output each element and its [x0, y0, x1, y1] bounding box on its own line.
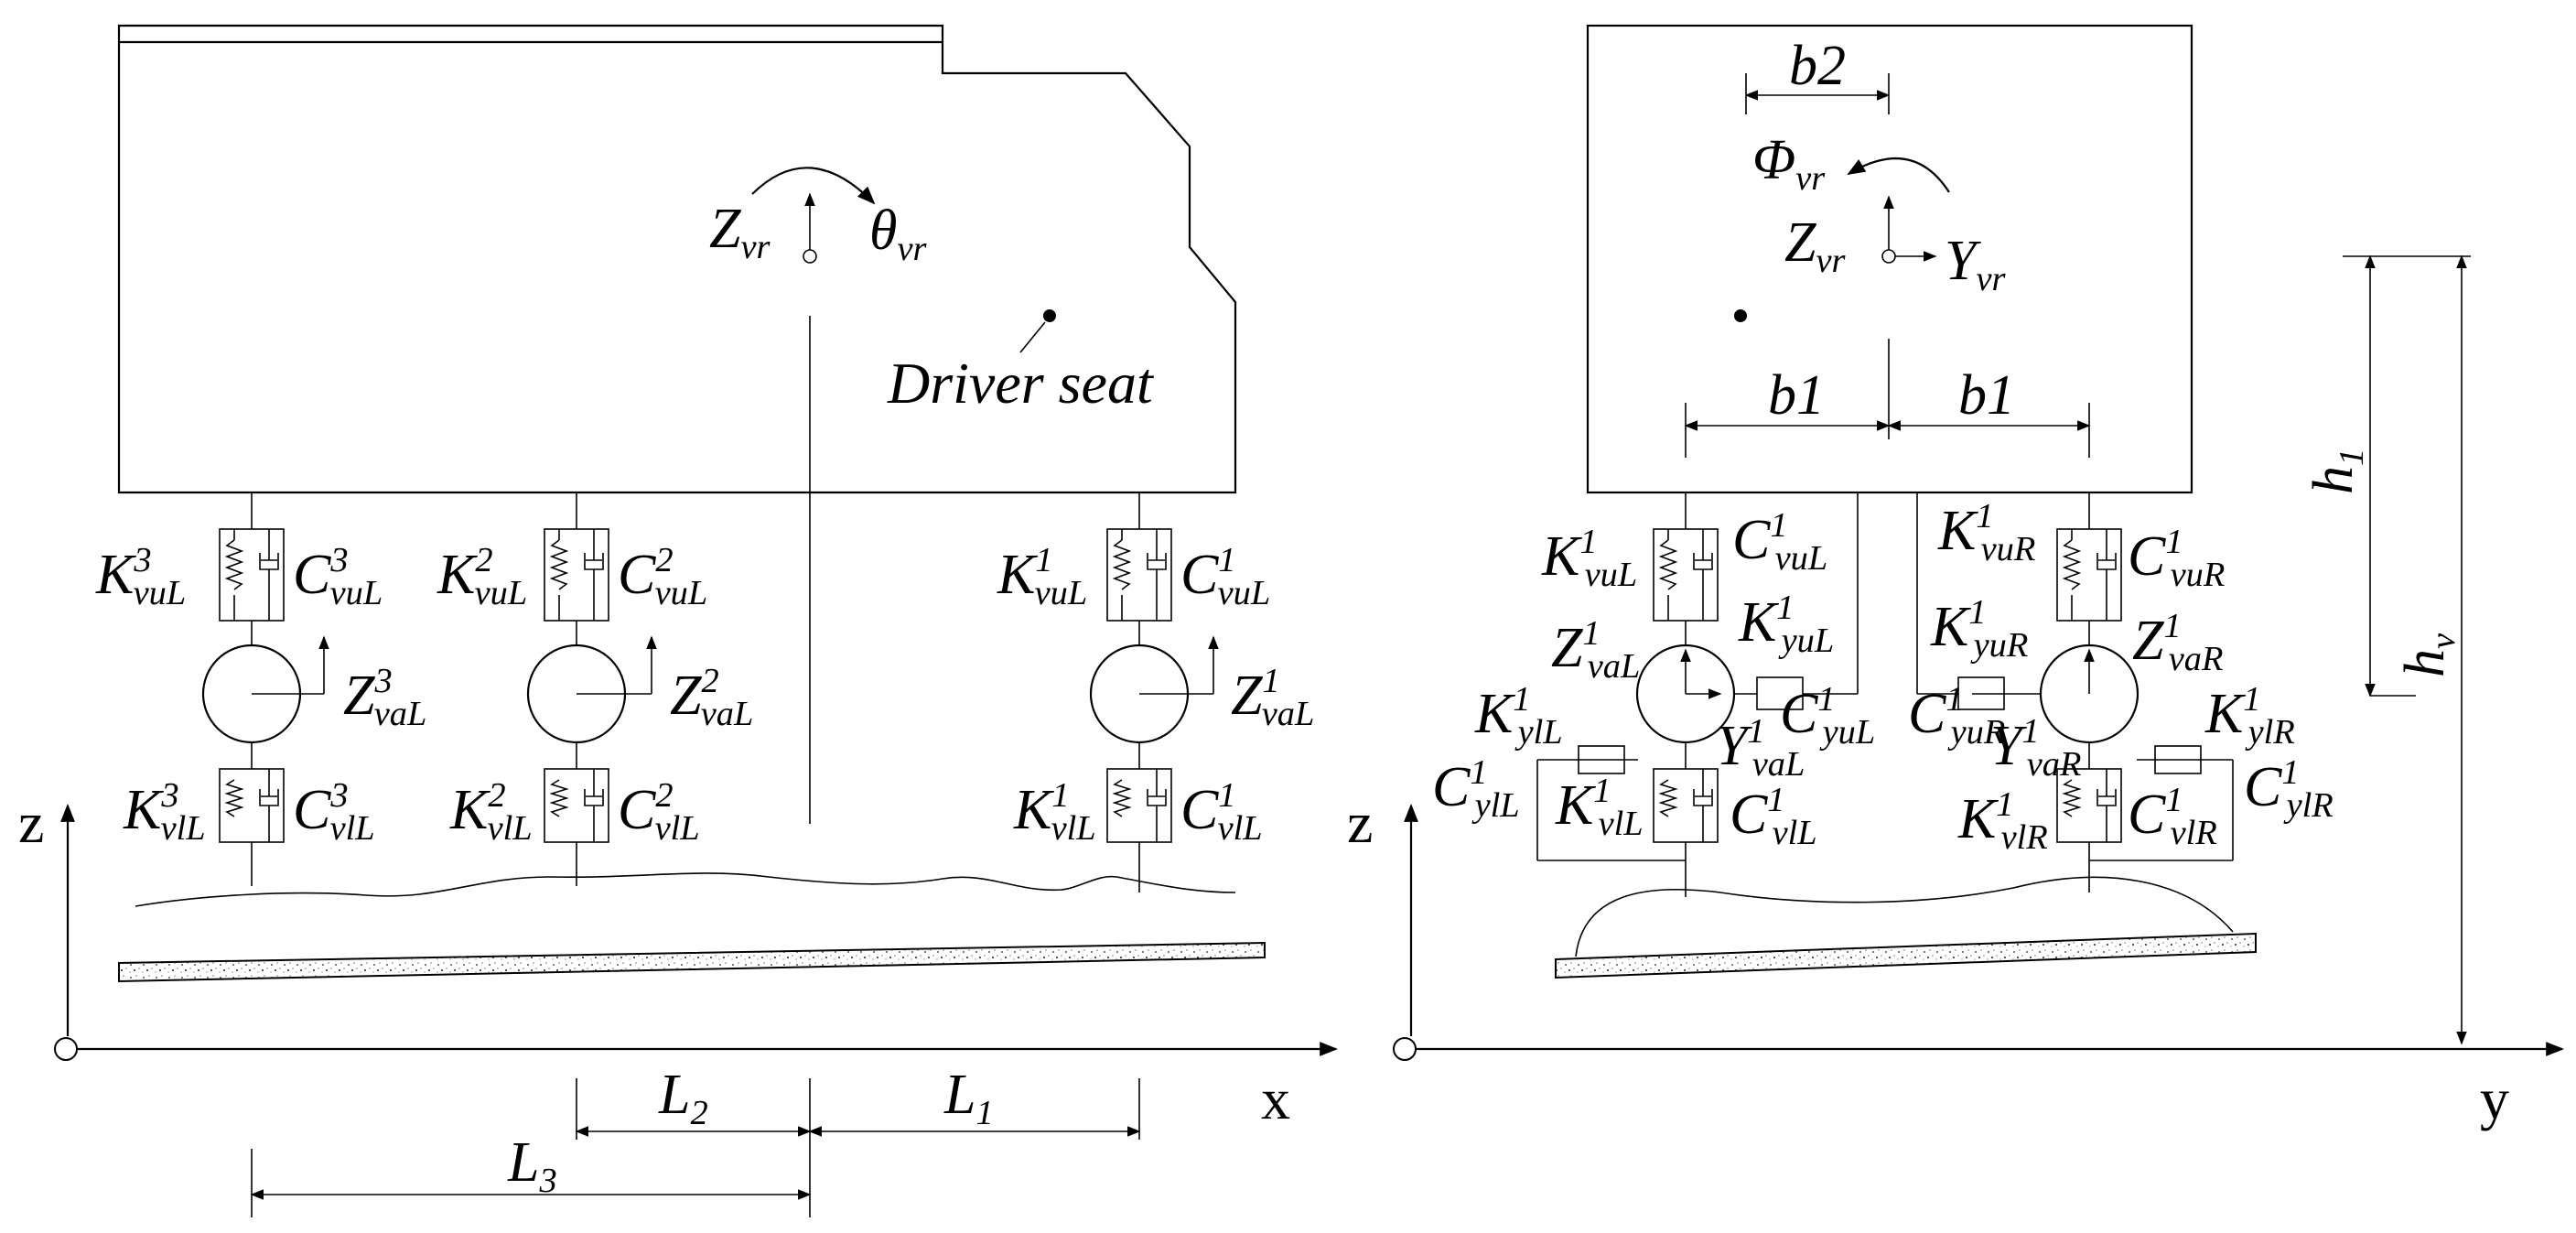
front-right-suspension	[1916, 492, 2234, 892]
front-left-suspension	[1536, 492, 1859, 897]
z-axis-label-left: z	[18, 790, 44, 855]
suspension-unit-3	[201, 492, 329, 886]
dim-h1: h1	[2302, 449, 2371, 494]
vehicle-body-side	[117, 24, 1237, 494]
ground-slab-front	[1555, 932, 2257, 979]
roll-arrow	[1847, 157, 1950, 193]
suspension-unit-1	[1089, 492, 1219, 892]
dim-b2: b2	[1789, 35, 1846, 97]
z-axis-label-right: z	[1347, 790, 1373, 855]
z-vr-front-label: Zvr	[1784, 211, 1847, 280]
phi-vr-label: Φvr	[1752, 129, 1826, 198]
driver-seat-label: Driver seat	[887, 351, 1155, 416]
vehicle-body-front	[1586, 24, 2193, 494]
y-axis-label: y	[2480, 1066, 2509, 1131]
pitch-arrow	[751, 167, 876, 205]
theta-vr-label: θvr	[869, 200, 928, 268]
z-vr-label: Zvr	[709, 198, 771, 266]
ground-slab-side	[118, 941, 1266, 983]
dim-b1-left: b1	[1768, 364, 1825, 427]
y-vr-label: Yvr	[1945, 230, 2007, 298]
dim-b1-right: b1	[1958, 364, 2015, 427]
dim-l3: L3	[507, 1131, 557, 1200]
road-profile-front	[1575, 876, 2234, 957]
dim-l2: L2	[658, 1064, 708, 1132]
front-view: b2 Φvr Zvr Yvr b1 b1 h1 hv	[1347, 24, 2564, 1131]
dim-hv: hv	[2394, 633, 2463, 677]
driver-seat-point-front	[1734, 309, 1747, 322]
driver-seat-point	[1043, 309, 1056, 322]
suspension-unit-2	[526, 492, 657, 886]
dim-l1: L1	[943, 1064, 994, 1132]
side-view: Zvr θvr Driver seat z x L1 L2	[18, 24, 1338, 1217]
road-profile-side	[135, 872, 1236, 907]
x-axis-label: x	[1261, 1066, 1290, 1131]
